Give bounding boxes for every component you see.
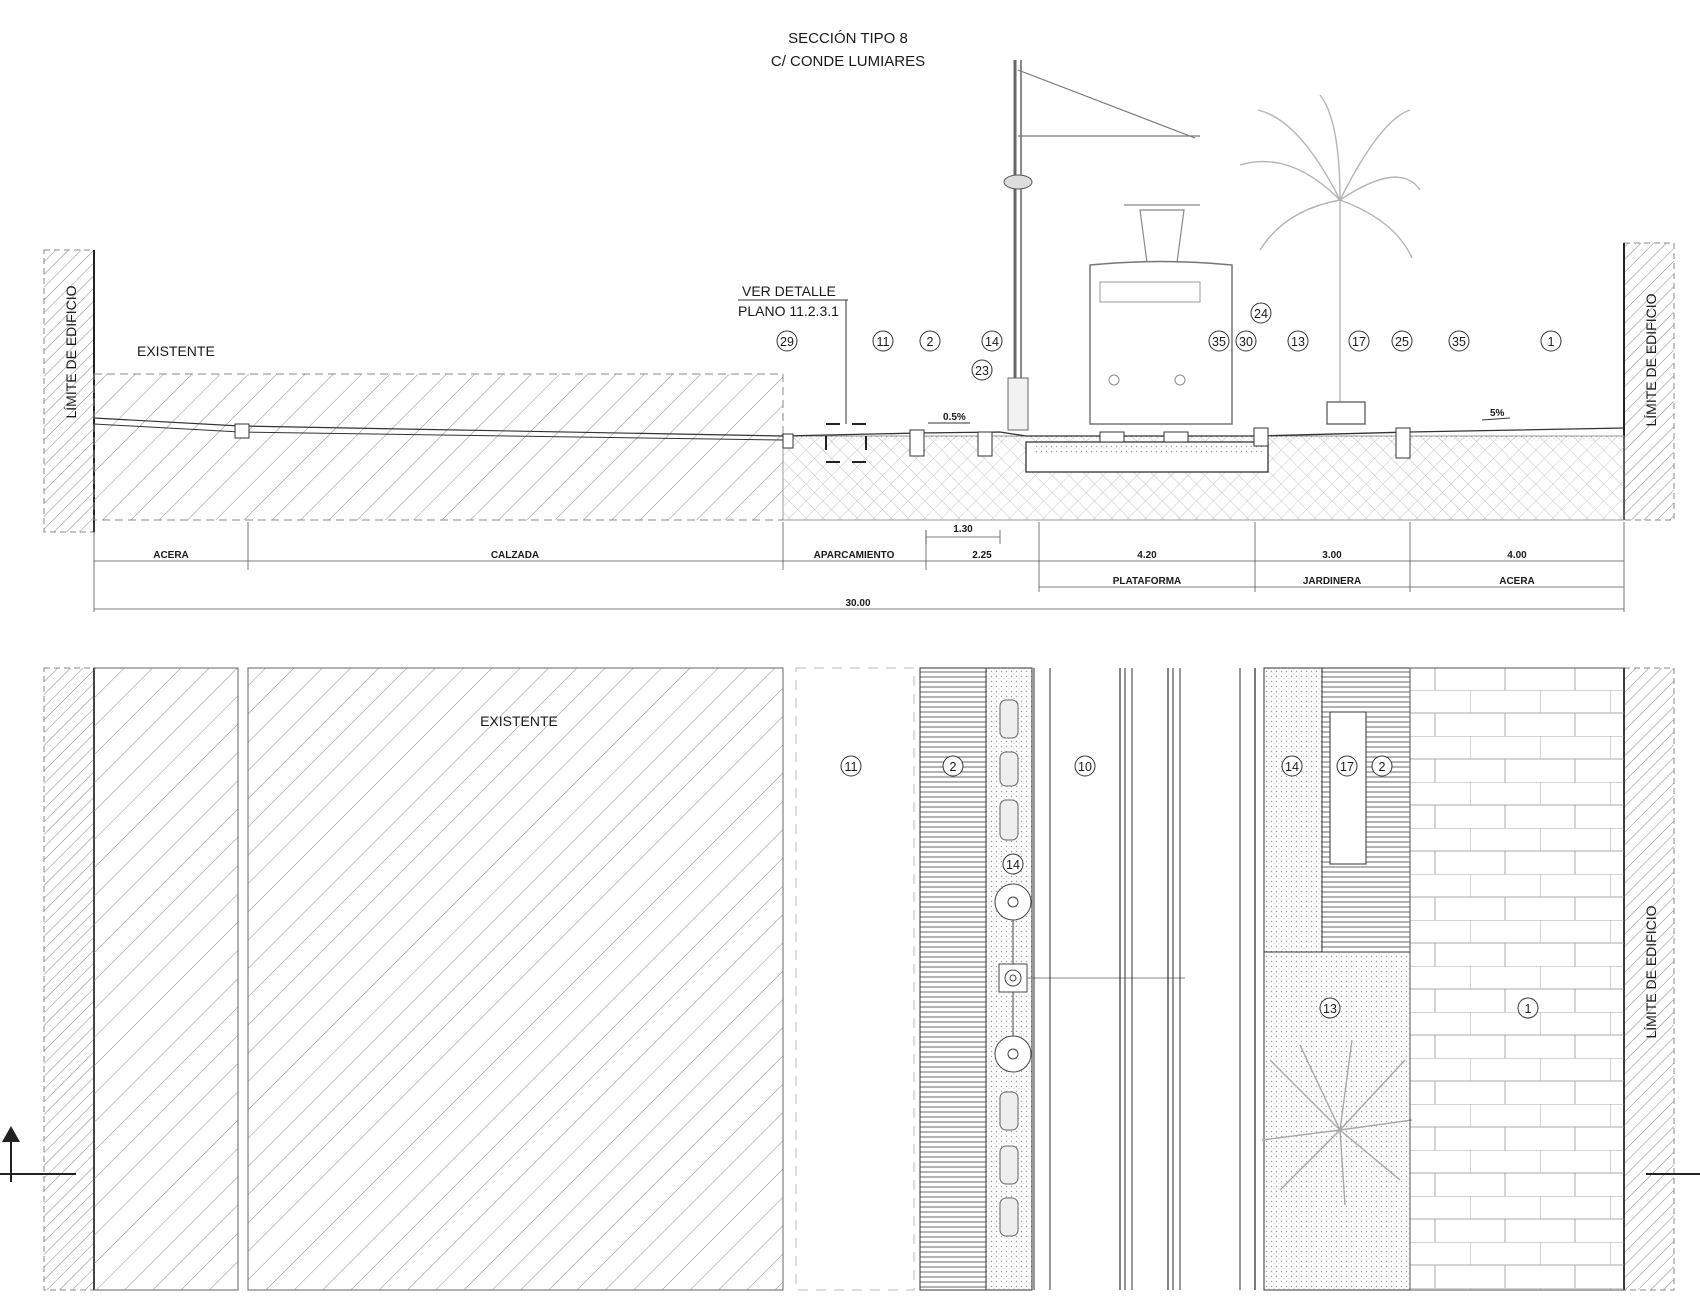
plan-callout-2a: 2 [942,755,964,777]
svg-text:11: 11 [877,335,890,349]
detail-ref-line1: VER DETALLE [742,283,836,299]
dim-plataforma: PLATAFORMA [1113,576,1182,587]
section-callout-23: 23 [971,359,993,381]
section-callout-25: 25 [1391,330,1413,352]
section-callout-13: 13 [1287,330,1309,352]
section-existing-area [93,373,784,521]
detail-ref-line2: PLANO 11.2.3.1 [738,303,839,319]
section-callout-11: 11 [872,330,894,352]
dim-acera-right: ACERA [1499,576,1535,587]
plan-sidewalk-pavers [1409,667,1625,1291]
svg-text:2: 2 [950,760,957,774]
dim-acera-left: ACERA [153,550,189,561]
svg-text:17: 17 [1352,335,1366,349]
svg-text:2: 2 [927,335,934,349]
plan-building-right [1623,667,1675,1291]
svg-text:17: 17 [1340,760,1354,774]
dimension-lines: 1.30 ACERA CALZADA APARCAMIENTO 2.25 4.2… [93,522,1625,612]
plan-callout-14b: 14 [1002,853,1024,875]
plan-existing-label: EXISTENTE [480,713,558,729]
svg-text:10: 10 [1078,760,1092,774]
plan-callout-13: 13 [1319,997,1341,1019]
section-building-right [1623,242,1675,521]
svg-text:11: 11 [845,760,858,774]
plan-palm-icon [1261,1039,1413,1206]
plan-tree-pits [999,699,1019,1237]
plan-tram-rails [1119,668,1256,1290]
section-callout-30: 30 [1235,330,1257,352]
section-cut-marker-left [0,1126,76,1182]
slope-left: 0.5% [943,412,966,423]
title-line-1: SECCIÓN TIPO 8 [788,30,908,47]
svg-text:14: 14 [1285,760,1299,774]
section-building-limit-right: LÍMITE DE EDIFICIO [1643,293,1659,426]
dim-3-00: 3.00 [1322,550,1342,561]
plan-callout-10: 10 [1074,755,1096,777]
svg-text:14: 14 [1006,858,1020,872]
section-callouts: 29 11 2 14 23 35 30 24 13 17 25 35 1 [776,302,1562,381]
section-callout-14: 14 [981,330,1003,352]
svg-text:13: 13 [1323,1002,1337,1016]
dim-calzada: CALZADA [491,550,539,561]
plan-existing-road [247,667,784,1291]
section-callout-35b: 35 [1448,330,1470,352]
svg-text:1: 1 [1548,335,1555,349]
plan-lamp-posts [994,883,1185,1073]
section-callout-2: 2 [919,330,941,352]
svg-text:23: 23 [975,364,989,378]
section-callout-24: 24 [1250,302,1272,324]
plan-callout-11: 11 [840,755,862,777]
plan-planter-gravel [1263,667,1323,953]
section-existing-label: EXISTENTE [137,343,215,359]
svg-text:14: 14 [985,335,999,349]
svg-text:13: 13 [1291,335,1305,349]
plan-callout-2b: 2 [1371,755,1393,777]
plan-callout-17: 17 [1336,755,1358,777]
section-building-limit-left: LÍMITE DE EDIFICIO [63,285,79,418]
svg-text:25: 25 [1395,335,1409,349]
svg-text:1: 1 [1525,1002,1532,1016]
dim-4-20: 4.20 [1137,550,1157,561]
svg-text:30: 30 [1239,335,1253,349]
tram-icon [1089,204,1233,425]
dim-2-25: 2.25 [972,550,992,561]
palm-tree-icon [1239,94,1421,425]
section-callout-1: 1 [1540,330,1562,352]
section-building-left [43,249,95,533]
dim-4-00: 4.00 [1507,550,1527,561]
plan-callouts: 11 2 10 14 17 2 14 13 1 [840,755,1539,1019]
plan-existing-sidewalk [93,667,239,1291]
section-callout-35a: 35 [1208,330,1230,352]
plan-callout-1: 1 [1517,997,1539,1019]
svg-text:24: 24 [1254,307,1268,321]
title-line-2: C/ CONDE LUMIARES [771,53,925,70]
svg-text:2: 2 [1379,760,1386,774]
dim-1-30: 1.30 [953,524,973,535]
dim-total: 30.00 [845,598,870,609]
svg-text:35: 35 [1452,335,1466,349]
plan-callout-14a: 14 [1281,755,1303,777]
section-callout-29: 29 [776,330,798,352]
svg-text:29: 29 [780,335,794,349]
plan-building-limit-right: LÍMITE DE EDIFICIO [1643,905,1659,1038]
slope-right: 5% [1490,408,1505,419]
catenary-pole [1003,60,1200,431]
svg-text:35: 35 [1212,335,1226,349]
section-callout-17: 17 [1348,330,1370,352]
plan-building-left [43,667,95,1291]
dim-jardinera: JARDINERA [1303,576,1361,587]
dim-aparcamiento: APARCAMIENTO [814,550,895,561]
plan-planter-box [1329,711,1367,865]
